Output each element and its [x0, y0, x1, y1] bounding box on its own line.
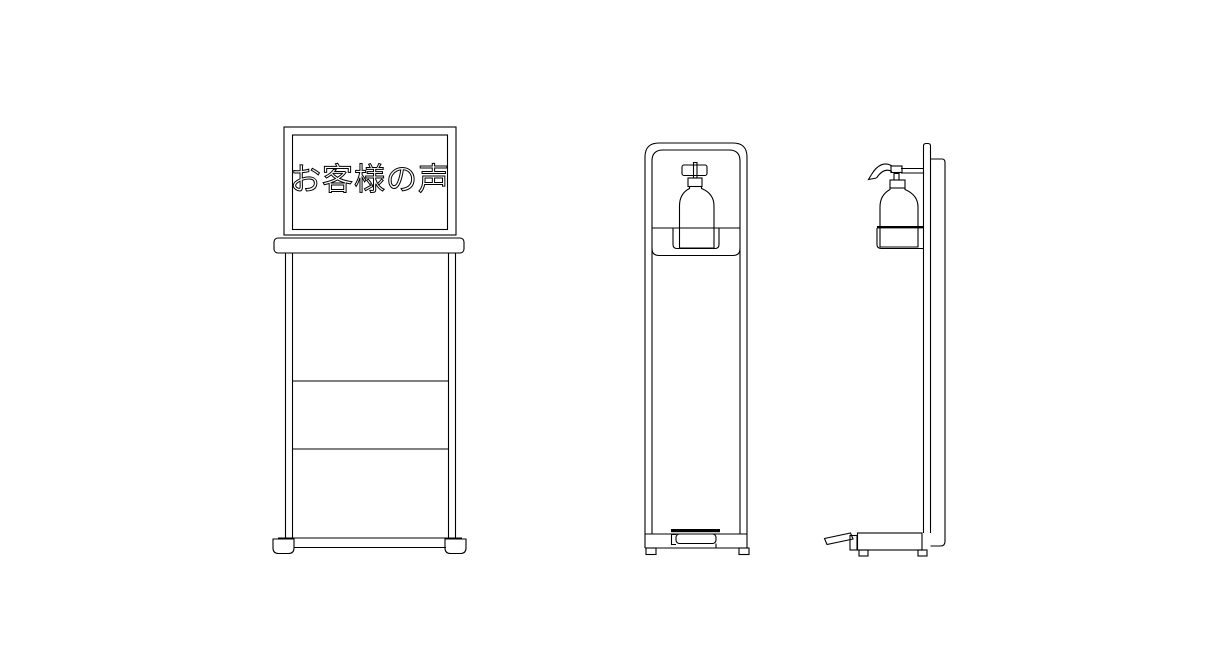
pedal-right-step: [715, 543, 723, 549]
sign-board-outer-frame: [283, 126, 457, 236]
dispenser-inner-frame: [651, 149, 741, 534]
sign-stand-left-leg: [284, 253, 294, 538]
pump-bracket-arm: [901, 167, 924, 174]
foot-pedal-lever-side: [823, 532, 858, 551]
pump-spout-upper-line: [871, 163, 893, 175]
base-block-side: [856, 532, 923, 551]
pedal-top-bar: [671, 529, 720, 533]
side-view-dispenser-stand: [823, 142, 946, 557]
pump-bottle-side: [867, 163, 919, 248]
pump-stem-side: [893, 172, 900, 180]
holder-cup-front: [672, 228, 720, 250]
front-view-dispenser-stand: [644, 142, 750, 556]
pump-cap-side: [889, 179, 906, 189]
sign-text: お客様の声: [290, 162, 450, 198]
bottle-body-front: [678, 185, 715, 249]
pump-bottle-front: [678, 161, 715, 249]
sign-stand-crossbar: [273, 237, 465, 254]
pump-cap-front: [687, 177, 703, 188]
pump-spout-lower-line: [876, 169, 893, 179]
side-right-foot: [917, 549, 928, 557]
side-left-foot: [858, 549, 869, 557]
pedal-lever-bar: [823, 532, 854, 546]
dispenser-left-foot: [645, 547, 657, 556]
bottle-body-side: [879, 187, 919, 248]
holder-band-bottom-line: [651, 248, 741, 257]
pump-lever-front: [681, 164, 708, 177]
foot-pedal-front: [670, 529, 723, 549]
sign-stand-left-foot: [272, 538, 295, 555]
pedal-face: [675, 533, 717, 545]
front-plate-side: [922, 142, 932, 533]
dispenser-outer-frame: [644, 142, 748, 548]
back-panel-side: [930, 158, 946, 547]
dispenser-right-foot: [738, 547, 750, 556]
pump-spout-tip: [867, 174, 877, 181]
holder-box-side: [876, 228, 924, 250]
front-view-sign-stand: お客様の声: [272, 126, 467, 555]
pedal-lever-hinge: [849, 534, 858, 551]
holder-top-edge: [877, 226, 924, 229]
pump-head-side: [890, 165, 903, 174]
pedal-left-bracket: [670, 533, 676, 546]
pump-stem-front: [692, 161, 698, 178]
sign-stand-right-leg: [447, 253, 457, 538]
sign-board-inner-frame: [291, 134, 449, 231]
holder-bracket-side: [876, 226, 924, 250]
sign-stand-right-foot: [444, 538, 467, 555]
